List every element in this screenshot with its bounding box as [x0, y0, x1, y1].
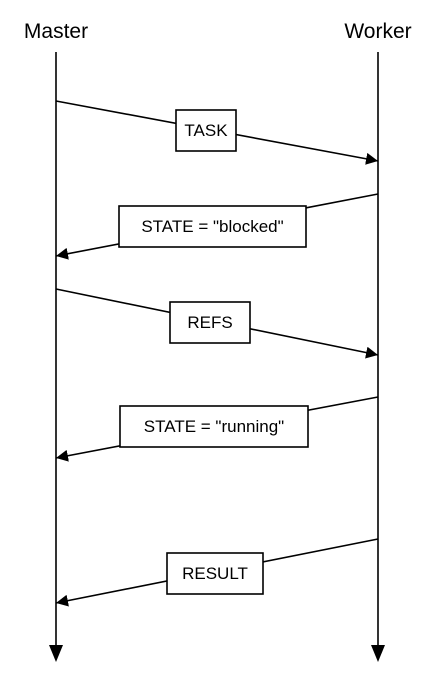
message-refs-label: REFS [187, 313, 232, 332]
message-result: RESULT [55, 538, 379, 607]
worker-lifeline [371, 52, 385, 662]
message-state-running: STATE = "running" [55, 396, 379, 462]
master-lifeline-arrow [49, 645, 63, 662]
message-state-blocked-label: STATE = "blocked" [141, 217, 283, 236]
worker-lifeline-arrow [371, 645, 385, 662]
message-task: TASK [55, 100, 379, 165]
message-refs-box [169, 301, 251, 344]
message-state-running-label: STATE = "running" [144, 417, 284, 436]
message-task-label: TASK [184, 121, 228, 140]
message-result-box [166, 552, 264, 595]
message-state-blocked: STATE = "blocked" [55, 193, 379, 260]
actor-worker-label: Worker [344, 20, 411, 43]
message-task-box [175, 109, 237, 152]
message-state-blocked-box [118, 205, 307, 248]
actor-master-label: Master [24, 20, 88, 43]
message-state-running-box [119, 405, 309, 448]
master-lifeline [49, 52, 63, 662]
message-refs: REFS [55, 288, 379, 359]
message-result-label: RESULT [182, 564, 248, 583]
